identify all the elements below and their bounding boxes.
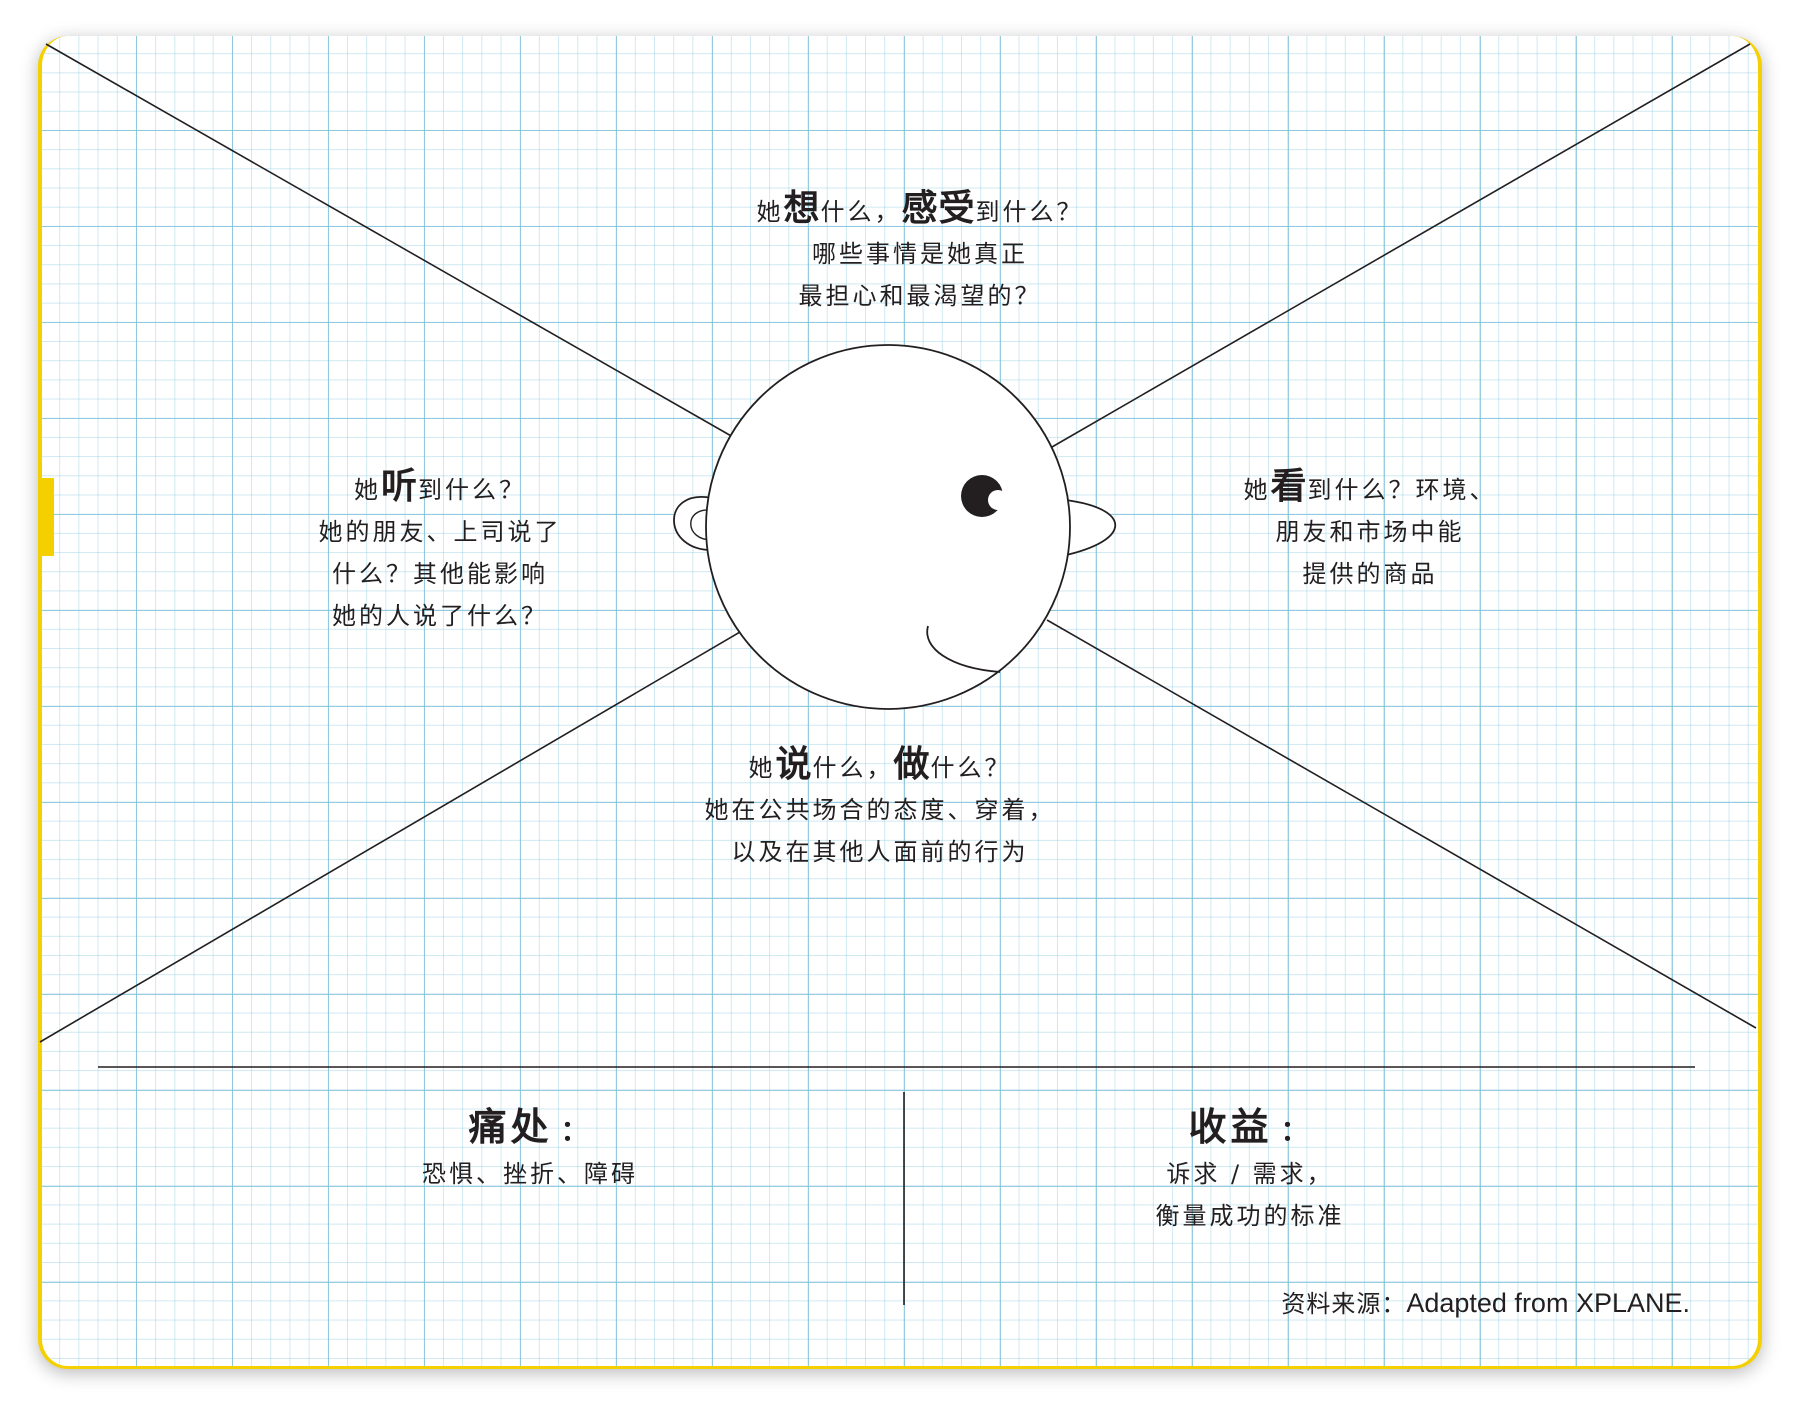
pain-block: 痛处： 恐惧、挫折、障碍	[380, 1106, 680, 1195]
source-label: 资料来源：	[1281, 1290, 1407, 1318]
think-feel-line-3: 最担心和最渴望的？	[798, 282, 1042, 310]
do-keyword: 做	[893, 744, 931, 785]
gain-line-1: 诉求 / 需求，	[1166, 1160, 1334, 1188]
hear-line-3: 什么？其他能影响	[332, 560, 548, 588]
diagonal-top-right	[1051, 43, 1751, 448]
see-block: 她看到什么？环境、 朋友和市场中能 提供的商品	[1225, 466, 1515, 595]
hear-block: 她听到什么？ 她的朋友、上司说了 什么？其他能影响 她的人说了什么？	[270, 466, 610, 637]
eye-highlight-icon	[988, 490, 1008, 510]
see-heading: 她看到什么？环境、	[1243, 466, 1497, 507]
feel-keyword: 感受	[901, 188, 976, 229]
think-feel-line-2: 哪些事情是她真正	[812, 240, 1028, 268]
diagonal-bottom-left	[39, 631, 741, 1043]
see-keyword: 看	[1270, 466, 1308, 507]
think-feel-block: 她想什么，感受到什么？ 哪些事情是她真正 最担心和最渴望的？	[660, 188, 1180, 317]
see-line-2: 朋友和市场中能	[1275, 518, 1465, 546]
left-ear-inner-icon	[690, 509, 713, 541]
smiling-head-icon	[673, 344, 1117, 710]
gain-title: 收益	[1188, 1105, 1273, 1149]
think-keyword: 想	[783, 188, 821, 229]
head-circle	[705, 344, 1071, 710]
gain-block: 收益： 诉求 / 需求， 衡量成功的标准	[1105, 1106, 1395, 1237]
diagonal-top-left	[45, 43, 734, 438]
smile-icon	[926, 625, 1001, 673]
yellow-side-tab	[38, 478, 54, 556]
hear-heading: 她听到什么？	[353, 466, 526, 507]
right-ear-icon	[1061, 498, 1117, 558]
say-do-line-2: 她在公共场合的态度、穿着，	[704, 796, 1056, 824]
hear-line-4: 她的人说了什么？	[332, 602, 548, 630]
gain-heading: 收益：	[1188, 1105, 1312, 1149]
pain-line-1: 恐惧、挫折、障碍	[422, 1160, 638, 1188]
gain-line-2: 衡量成功的标准	[1155, 1202, 1345, 1230]
hear-line-2: 她的朋友、上司说了	[318, 518, 562, 546]
pain-title: 痛处	[468, 1105, 553, 1149]
source-text: Adapted from XPLANE.	[1406, 1288, 1690, 1318]
think-feel-heading: 她想什么，感受到什么？	[756, 188, 1084, 229]
see-line-3: 提供的商品	[1302, 560, 1438, 588]
hear-keyword: 听	[380, 466, 418, 507]
say-do-line-3: 以及在其他人面前的行为	[731, 838, 1029, 866]
say-do-block: 她说什么，做什么？ 她在公共场合的态度、穿着， 以及在其他人面前的行为	[660, 744, 1100, 873]
diagonal-bottom-right	[1046, 619, 1757, 1029]
say-do-heading: 她说什么，做什么？	[748, 744, 1012, 785]
say-keyword: 说	[775, 744, 813, 785]
pain-heading: 痛处：	[468, 1105, 592, 1149]
source-credit: 资料来源：Adapted from XPLANE.	[1281, 1284, 1690, 1319]
